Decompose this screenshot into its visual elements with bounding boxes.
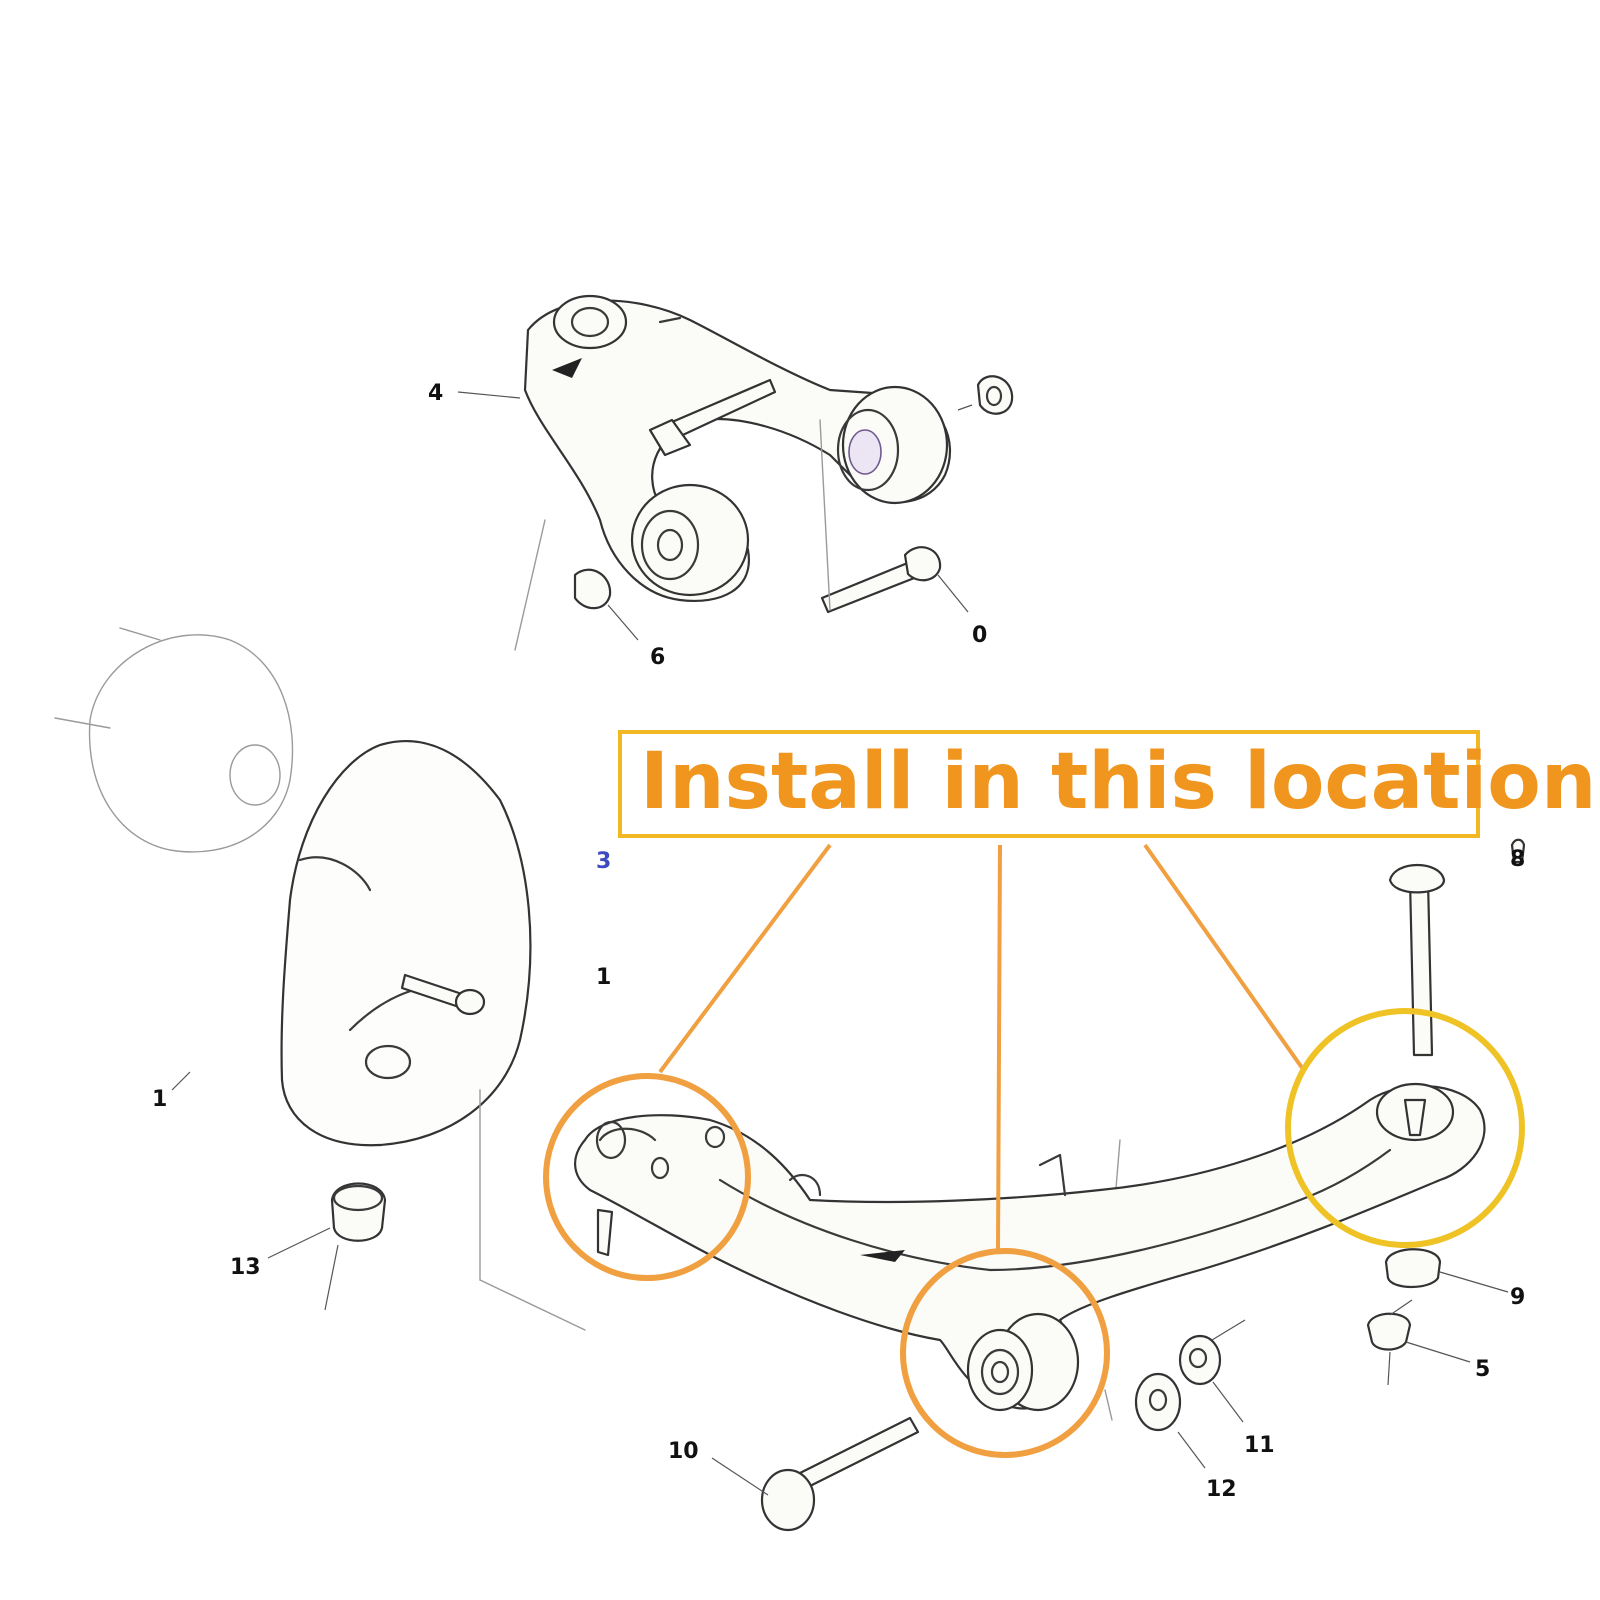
callout-text: Install in this location [640,737,1596,827]
part-label-6: 6 [650,645,665,670]
leader-lines [171,391,1509,1496]
construction-lines [479,419,1121,1421]
part-label-1: 1 [152,1087,167,1112]
part-label-11: 11 [1244,1433,1275,1458]
part-label-10: 10 [668,1439,699,1464]
pointer-line-rear [996,844,1002,1251]
install-callout: Install in this location [618,730,1596,838]
highlight-front-bushing [543,1073,751,1281]
part-label-0: 0 [972,623,987,648]
steering-knuckle [54,627,532,1147]
part-label-1b: 1 [596,965,611,990]
highlight-circles [543,1008,1525,1458]
upper-control-arm [523,294,952,602]
pointer-line-front [658,843,832,1074]
part-label-3: 3 [596,849,611,874]
part-number-labels: 4 6 0 1 13 10 12 11 5 9 8 3 1 [152,381,1525,1502]
upper-arm-hardware [573,375,1014,614]
callout-box [618,730,1480,838]
lower-arm-hardware [330,838,1526,1532]
pointer-line-ball-joint [1143,843,1307,1074]
part-label-12: 12 [1206,1477,1237,1502]
part-label-13: 13 [230,1255,261,1280]
lower-control-arm [574,863,1486,1412]
part-label-9: 9 [1510,1285,1525,1310]
highlight-rear-bushing [900,1248,1110,1458]
highlight-ball-joint [1285,1008,1525,1248]
callout-pointers [658,843,1307,1251]
part-label-8: 8 [1510,847,1525,872]
part-label-4: 4 [428,381,443,406]
part-label-5: 5 [1475,1357,1490,1382]
